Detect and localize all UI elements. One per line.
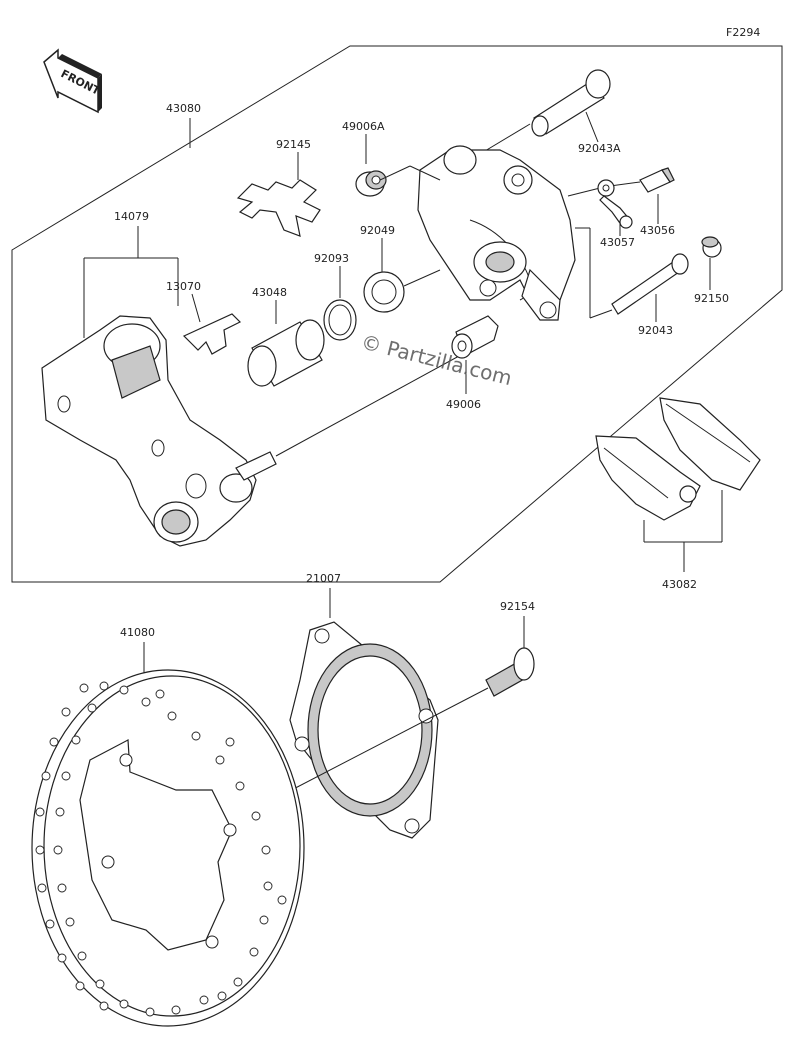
label-43048: 43048 (252, 286, 287, 299)
axis-line-boot-2 (409, 165, 441, 181)
abs-sensor-ring-21007 (289, 621, 439, 839)
pin-92043 (611, 253, 689, 315)
leader-13070 (191, 293, 201, 323)
label-43080: 43080 (166, 102, 201, 115)
label-92154: 92154 (500, 600, 535, 613)
figure-id: F2294 (726, 26, 760, 39)
leader-92043A (585, 111, 599, 143)
caliper-bracket-14079 (41, 315, 277, 547)
bolt-92154 (485, 647, 535, 697)
seal-92049 (363, 271, 405, 313)
spring-clip-92145 (236, 179, 321, 237)
axis-line-43056-b (609, 181, 641, 187)
label-92145: 92145 (276, 138, 311, 151)
label-13070: 13070 (166, 280, 201, 293)
caliper-body (417, 145, 576, 321)
cap-43057 (597, 179, 633, 229)
label-43056: 43056 (640, 224, 675, 237)
label-92049: 92049 (360, 224, 395, 237)
label-41080: 41080 (120, 626, 155, 639)
brake-pads-43082 (595, 397, 761, 521)
axis-line-92043-c (589, 309, 613, 319)
caliper-assembly-outline (11, 45, 783, 583)
seal-92093 (323, 299, 357, 341)
label-49006A: 49006A (342, 120, 385, 133)
pin-92043A (531, 69, 611, 137)
boot-49006A (355, 170, 387, 197)
bleeder-valve-43056 (639, 167, 675, 193)
axis-line-boot (379, 165, 411, 181)
label-92043: 92043 (638, 324, 673, 337)
label-92093: 92093 (314, 252, 349, 265)
label-21007: 21007 (306, 572, 341, 585)
label-92150: 92150 (694, 292, 729, 305)
front-arrow-icon: FRONT (43, 48, 102, 114)
axis-line-bolt (279, 687, 489, 797)
pad-clip-13070 (182, 313, 242, 355)
label-92043A: 92043A (578, 142, 621, 155)
plug-92150 (701, 236, 722, 258)
piston-43048 (247, 319, 325, 387)
axis-line-43056 (567, 187, 601, 197)
label-43082: 43082 (662, 578, 697, 591)
boot-49006 (451, 315, 499, 359)
label-49006: 49006 (446, 398, 481, 411)
axis-line-92049 (403, 269, 441, 287)
brake-disc-41080 (31, 669, 305, 1027)
axis-line-bracket (275, 349, 471, 457)
label-14079: 14079 (114, 210, 149, 223)
label-43057: 43057 (600, 236, 635, 249)
